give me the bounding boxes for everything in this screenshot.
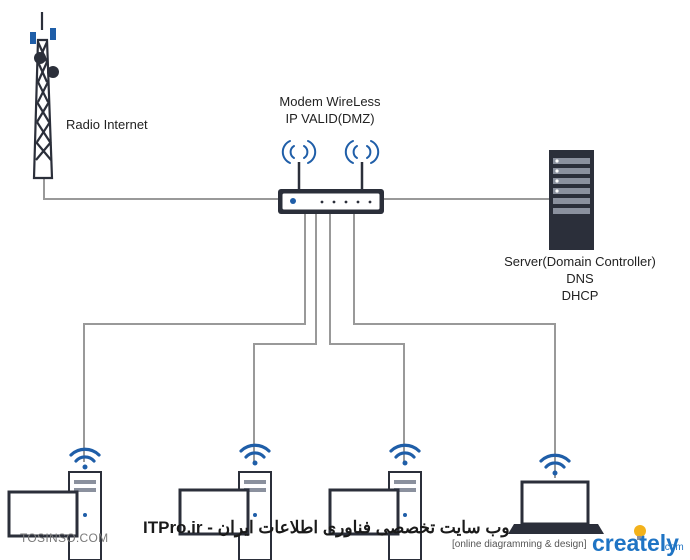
modem-label: Modem WireLess IP VALID(DMZ)	[250, 93, 410, 127]
modem-label-line2: IP VALID(DMZ)	[285, 111, 375, 126]
lightbulb-icon	[634, 525, 646, 540]
link-router-laptop	[353, 214, 556, 478]
wifi-signal-icon	[389, 443, 421, 466]
server-rack-icon	[549, 150, 594, 250]
tosinso-watermark: TOSINSO.COM	[20, 531, 109, 545]
creately-brand: creately	[592, 530, 679, 556]
server-label-line2: DNS	[566, 271, 594, 286]
desktop-computer-icon	[7, 471, 102, 560]
creately-brand-tld: .com	[662, 542, 684, 553]
radio-tower-icon	[30, 12, 59, 180]
creately-tagline: [online diagramming & design]	[452, 539, 587, 550]
link-router-pc1	[83, 214, 306, 462]
link-router-pc2	[253, 214, 317, 462]
link-router-pc3	[329, 214, 405, 462]
desktop-computer-icon	[328, 471, 422, 560]
wireless-router-icon	[278, 140, 384, 214]
radio-internet-label: Radio Internet	[66, 117, 148, 132]
server-label: Server(Domain Controller) DNS DHCP	[490, 253, 670, 304]
server-label-line1: Server(Domain Controller)	[504, 254, 656, 269]
link-tower-router	[43, 178, 278, 200]
wifi-signal-icon	[239, 443, 271, 466]
desktop-computer-icon	[178, 471, 272, 560]
server-label-line3: DHCP	[561, 288, 599, 303]
laptop-icon	[508, 480, 604, 534]
link-router-server	[384, 198, 572, 248]
wifi-signal-icon	[539, 453, 571, 476]
itpro-watermark: ITPro.ir - وب سایت تخصصی فناوری اطلاعات …	[143, 518, 510, 537]
wifi-signal-icon	[69, 447, 101, 470]
modem-label-line1: Modem WireLess	[279, 94, 381, 109]
connection-lines	[43, 178, 572, 478]
